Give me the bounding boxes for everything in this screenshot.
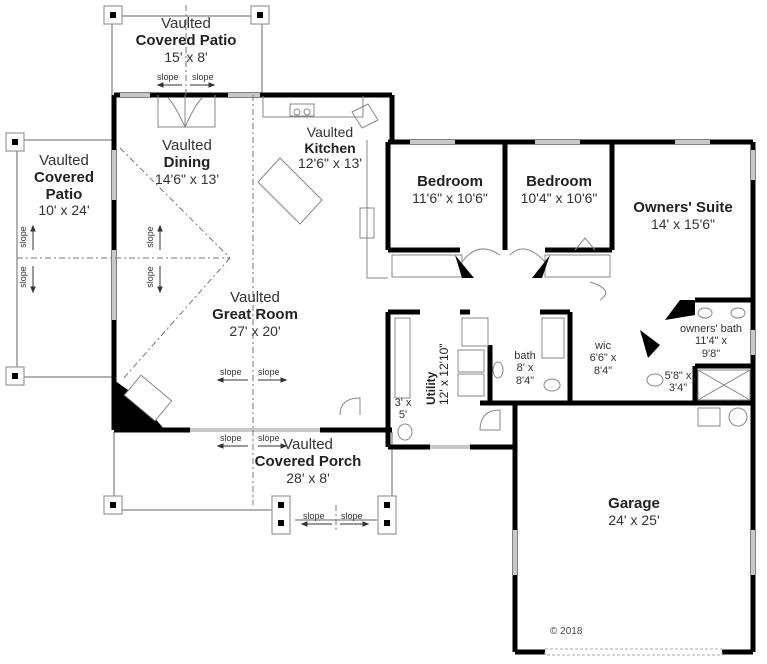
room-label-owners-suite: Owners' Suite 14' x 15'6" — [633, 199, 733, 232]
room-dimensions-line1: 5'8" x — [664, 370, 692, 382]
room-dimensions-line2: 3'4" — [668, 382, 688, 395]
room-name: Dining — [163, 153, 211, 171]
vaulted-prefix: Vaulted — [162, 137, 212, 154]
room-label-water-closet: 5'8" x 3'4" — [665, 370, 692, 395]
garage-door — [544, 648, 723, 656]
room-dimensions-line1: 8' x — [516, 362, 534, 375]
room-label-wic: wic 6'6" x 8'4" — [590, 340, 617, 377]
room-label-bedroom-1: Bedroom 11'6" x 10'6" — [412, 173, 488, 206]
room-label-bath: bath 8' x 8'4" — [514, 350, 535, 387]
room-name-line2: Patio — [45, 185, 83, 203]
room-name: Bedroom — [417, 173, 483, 190]
room-name-line1: Covered — [33, 168, 95, 186]
room-label-covered-patio-left: Vaulted Covered Patio 10' x 24' — [33, 152, 95, 219]
room-name: owners' bath — [679, 323, 743, 335]
slope-label: slope — [157, 72, 179, 82]
room-dimensions: 28' x 8' — [286, 469, 330, 486]
room-dimensions-line2: 8'4" — [515, 374, 535, 387]
room-name: bath — [514, 350, 536, 362]
room-dimensions: 10' x 24' — [38, 202, 90, 219]
room-dimensions: 11'6" x 10'6" — [412, 189, 488, 206]
room-dimensions: 12'6" x 13' — [297, 155, 363, 172]
room-dimensions: 14'6" x 13' — [154, 170, 220, 187]
slope-label: slope — [17, 226, 28, 248]
room-name: Great Room — [212, 305, 298, 323]
room-dimensions: 15' x 8' — [164, 48, 208, 65]
slope-label: slope — [192, 72, 214, 82]
room-label-bedroom-2: Bedroom 10'4" x 10'6" — [520, 173, 598, 206]
room-label-utility: Utility 12' x 12'10" — [424, 343, 452, 405]
top-patio-outline — [111, 15, 263, 95]
room-dimensions: 14' x 15'6" — [650, 215, 716, 232]
slope-label: slope — [144, 226, 155, 248]
room-label-powder-room: 3' x 5' — [395, 397, 412, 422]
vaulted-prefix: Vaulted — [283, 436, 333, 453]
room-label-covered-patio-top: Vaulted Covered Patio 15' x 8' — [135, 15, 237, 65]
room-label-kitchen: Vaulted Kitchen 12'6" x 13' — [297, 124, 363, 172]
slope-label: slope — [258, 433, 280, 443]
room-dimensions: 24' x 25' — [608, 511, 660, 528]
vaulted-prefix: Vaulted — [161, 15, 211, 32]
slope-label: slope — [220, 367, 242, 377]
slope-label: slope — [303, 511, 325, 521]
room-label-covered-porch: Vaulted Covered Porch 28' x 8' — [254, 436, 362, 486]
vaulted-prefix: Vaulted — [230, 289, 280, 306]
room-label-dining: Vaulted Dining 14'6" x 13' — [154, 137, 220, 187]
room-name: Utility — [424, 371, 438, 405]
room-label-owners-bath: owners' bath 11'4" x 9'8" — [680, 323, 742, 360]
room-dimensions-line2: 5' — [398, 409, 408, 422]
room-dimensions: 12' x 12'10" — [437, 343, 452, 405]
room-label-great-room: Vaulted Great Room 27' x 20' — [212, 289, 298, 339]
vaulted-prefix: Vaulted — [306, 124, 354, 140]
room-dimensions: 27' x 20' — [229, 322, 281, 339]
room-name: Bedroom — [526, 173, 592, 190]
slope-label: slope — [258, 367, 280, 377]
room-dimensions-line2: 8'4" — [593, 364, 613, 377]
room-name: Kitchen — [304, 139, 356, 156]
slope-label: slope — [144, 266, 155, 288]
slope-label: slope — [220, 433, 242, 443]
room-dimensions-line1: 6'6" x — [589, 352, 617, 365]
room-dimensions-line2: 9'8" — [701, 347, 721, 360]
room-name: wic — [595, 340, 611, 352]
room-name: Owners' Suite — [633, 199, 733, 216]
room-dimensions-line1: 11'4" x — [694, 335, 728, 348]
room-label-garage: Garage 24' x 25' — [608, 495, 660, 528]
room-dimensions-line1: 3' x — [394, 397, 412, 409]
slope-label: slope — [17, 266, 28, 288]
copyright-notice: © 2018 — [550, 626, 583, 637]
room-dimensions: 10'4" x 10'6" — [520, 189, 598, 206]
room-name: Garage — [608, 495, 660, 512]
room-name: Covered Porch — [254, 452, 362, 470]
room-name: Covered Patio — [135, 31, 237, 49]
vaulted-prefix: Vaulted — [39, 152, 89, 169]
slope-label: slope — [341, 511, 363, 521]
